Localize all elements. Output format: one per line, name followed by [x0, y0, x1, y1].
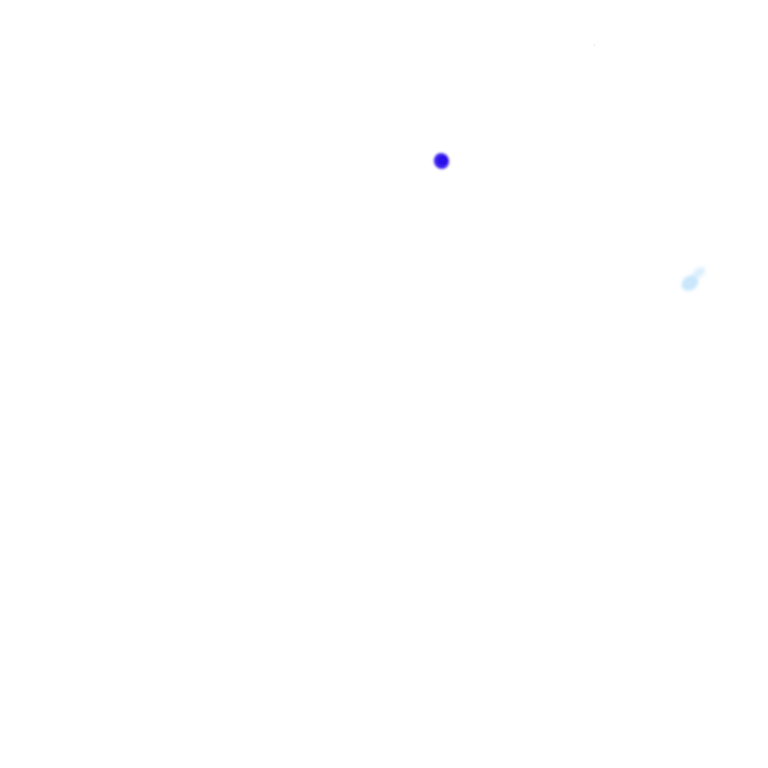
faint-speck: [594, 44, 595, 46]
dark-blue-blob-core: [438, 156, 447, 165]
